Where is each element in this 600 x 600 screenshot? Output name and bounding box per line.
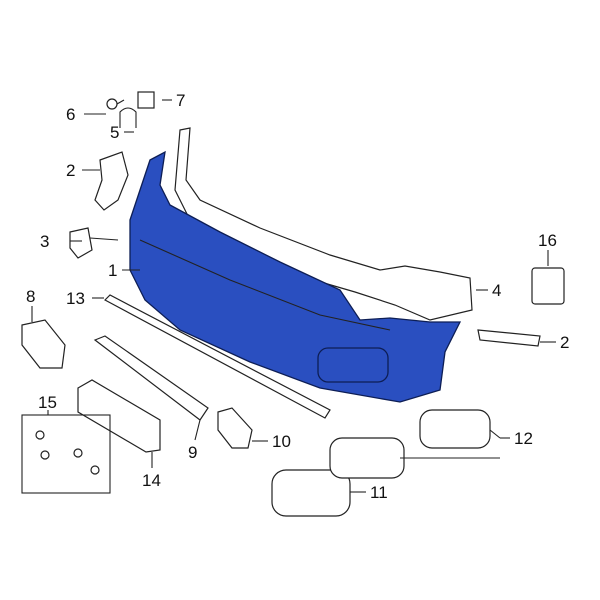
bolt-shank — [116, 99, 125, 105]
screw — [35, 430, 45, 440]
callout-11: 11 — [370, 483, 388, 502]
fastener-group-box — [21, 414, 111, 494]
fog-bezel-upper — [419, 409, 491, 449]
end-cap — [21, 319, 66, 369]
callout-14: 14 — [142, 471, 161, 490]
callout-5: 5 — [110, 123, 119, 142]
fog-grille — [271, 469, 351, 517]
callout-3: 3 — [40, 232, 49, 251]
sensor-wire — [89, 237, 119, 241]
callout-15: 15 — [38, 393, 57, 412]
callout-4: 4 — [492, 281, 501, 300]
grille-insert — [217, 407, 253, 449]
callout-8: 8 — [26, 287, 35, 306]
callout-9: 9 — [188, 443, 197, 462]
license-bracket — [77, 379, 161, 453]
callout-7: 7 — [176, 91, 185, 110]
clip-nut — [137, 91, 155, 109]
bracket-right — [477, 329, 541, 347]
leader-lines — [31, 99, 556, 493]
callout-12: 12 — [514, 429, 533, 448]
callout-10: 10 — [272, 432, 291, 451]
fog-lamp-opening — [317, 347, 389, 383]
lower-grille — [93, 335, 209, 421]
callout-2-left: 2 — [66, 161, 75, 180]
fog-bezel-lower — [329, 437, 405, 479]
radar-module — [531, 267, 565, 305]
bolt — [106, 98, 118, 110]
screw — [90, 465, 100, 475]
sensor — [69, 227, 93, 259]
callout-1: 1 — [108, 261, 117, 280]
screw — [73, 448, 83, 458]
bumper-cover — [129, 150, 462, 403]
screw — [40, 450, 50, 460]
trim-strip — [104, 294, 331, 419]
callout-16: 16 — [538, 231, 557, 250]
callout-2-right: 2 — [560, 333, 569, 352]
bumper-crease — [139, 239, 391, 331]
u-clip — [119, 107, 137, 128]
callout-13: 13 — [66, 289, 85, 308]
bracket-left — [94, 151, 129, 211]
callout-6: 6 — [66, 105, 75, 124]
